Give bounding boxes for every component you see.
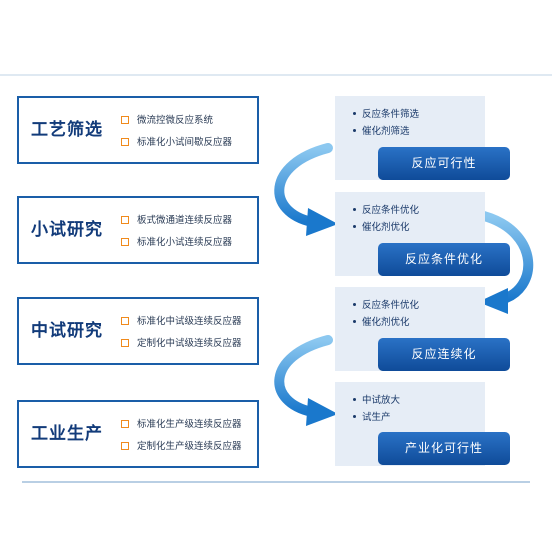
bullet-icon [353, 112, 356, 115]
bullet-icon [353, 398, 356, 401]
stage-item: 板式微通道连续反应器 [121, 210, 232, 232]
panel-bullet: 试生产 [353, 409, 400, 426]
result-badge-2: 反应条件优化 [378, 243, 510, 276]
checkbox-icon [121, 441, 129, 450]
checkbox-icon [121, 215, 129, 224]
checkbox-icon [121, 419, 129, 428]
checkbox-icon [121, 115, 129, 124]
stage-box-3: 中试研究 标准化中试级连续反应器 定制化中试级连续反应器 [17, 297, 259, 365]
bullet-icon [353, 129, 356, 132]
stage-title: 工业生产 [31, 424, 103, 444]
panel-bullet: 催化剂优化 [353, 219, 419, 236]
bottom-divider [22, 481, 530, 483]
stage-item: 标准化小试间歇反应器 [121, 132, 232, 154]
stage-item: 微流控微反应系统 [121, 110, 232, 132]
stage-item: 标准化生产级连续反应器 [121, 414, 242, 436]
checkbox-icon [121, 316, 129, 325]
checkbox-icon [121, 338, 129, 347]
panel-bullet: 反应条件优化 [353, 202, 419, 219]
bullet-icon [353, 303, 356, 306]
stage-title: 工艺筛选 [31, 120, 103, 140]
stage-item: 标准化中试级连续反应器 [121, 311, 242, 333]
panel-bullet: 催化剂筛选 [353, 123, 419, 140]
arrow-left-2 [274, 335, 333, 417]
arrow-left-1-head [306, 208, 338, 236]
top-divider [0, 74, 552, 76]
checkbox-icon [121, 237, 129, 246]
stage-title: 中试研究 [31, 321, 103, 341]
stage-item: 定制化中试级连续反应器 [121, 333, 242, 355]
bullet-icon [353, 208, 356, 211]
arrow-right-1 [479, 211, 534, 305]
checkbox-icon [121, 137, 129, 146]
result-badge-3: 反应连续化 [378, 338, 510, 371]
panel-bullet: 中试放大 [353, 392, 400, 409]
bullet-icon [353, 415, 356, 418]
stage-title: 小试研究 [31, 220, 103, 240]
panel-bullet: 反应条件优化 [353, 297, 419, 314]
stage-box-4: 工业生产 标准化生产级连续反应器 定制化生产级连续反应器 [17, 400, 259, 468]
bullet-icon [353, 320, 356, 323]
panel-bullet: 催化剂优化 [353, 314, 419, 331]
stage-item: 定制化生产级连续反应器 [121, 436, 242, 458]
stage-box-1: 工艺筛选 微流控微反应系统 标准化小试间歇反应器 [17, 96, 259, 164]
result-badge-1: 反应可行性 [378, 147, 510, 180]
arrow-right-1-head [478, 288, 508, 314]
stage-item: 标准化小试连续反应器 [121, 232, 232, 254]
arrow-left-1 [274, 143, 333, 227]
panel-bullet: 反应条件筛选 [353, 106, 419, 123]
bullet-icon [353, 225, 356, 228]
stage-box-2: 小试研究 板式微通道连续反应器 标准化小试连续反应器 [17, 196, 259, 264]
arrow-left-2-head [306, 398, 338, 426]
result-badge-4: 产业化可行性 [378, 432, 510, 465]
